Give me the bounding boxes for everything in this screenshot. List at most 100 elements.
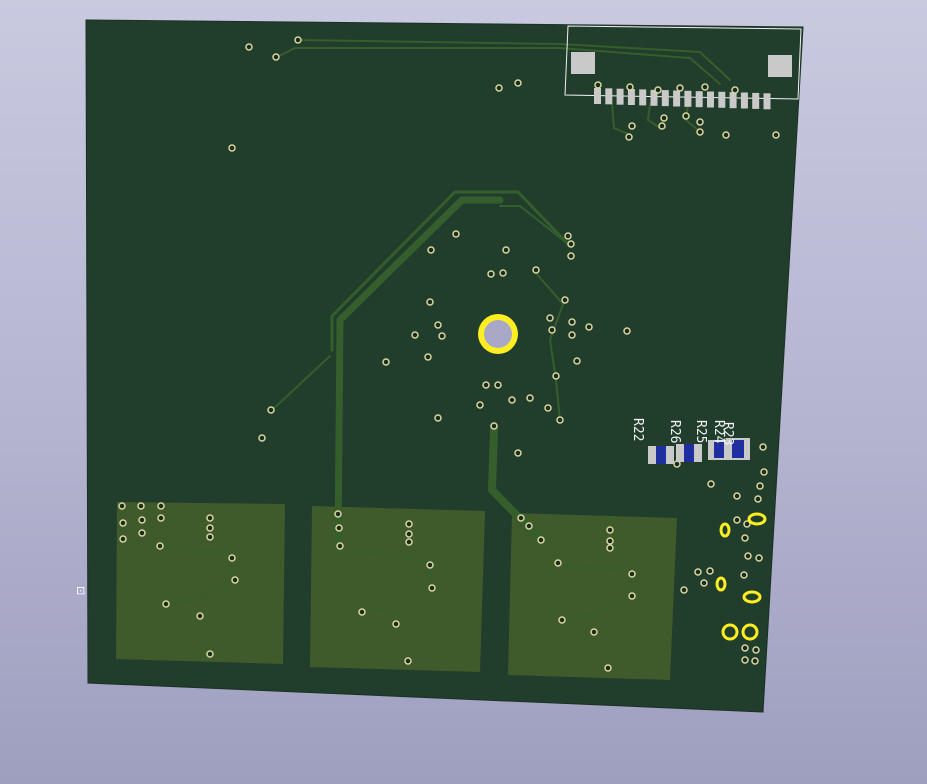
th-pad-6[interactable] xyxy=(741,623,759,641)
label-r25: R25 xyxy=(693,420,708,443)
via-96 xyxy=(334,510,342,518)
th-pad-4[interactable] xyxy=(742,590,762,604)
th-pad-3[interactable] xyxy=(715,576,727,592)
trace-right-top xyxy=(499,205,569,245)
via-67 xyxy=(741,534,749,542)
via-88 xyxy=(206,514,214,522)
via-31 xyxy=(482,381,490,389)
via-56 xyxy=(682,112,690,120)
via-25 xyxy=(568,318,576,326)
via-110 xyxy=(606,526,614,534)
th-pad-2[interactable] xyxy=(719,522,731,538)
via-44 xyxy=(626,83,634,91)
via-64 xyxy=(759,443,767,451)
through-hole-pads xyxy=(715,512,767,641)
trace-power-main xyxy=(334,196,504,552)
via-10 xyxy=(487,270,495,278)
via-5 xyxy=(495,84,503,92)
via-73 xyxy=(700,579,708,587)
connector-pin-13 xyxy=(729,92,737,109)
via-1 xyxy=(245,43,253,51)
via-group xyxy=(118,36,780,672)
via-79 xyxy=(118,502,126,510)
via-59 xyxy=(707,480,715,488)
via-29 xyxy=(573,357,581,365)
via-91 xyxy=(228,554,236,562)
origin-marker-icon: ⊡ xyxy=(76,584,85,597)
via-93 xyxy=(162,600,170,608)
via-106 xyxy=(404,657,412,665)
via-63 xyxy=(760,468,768,476)
via-99 xyxy=(405,520,413,528)
connector-pin-11 xyxy=(707,91,714,108)
via-108 xyxy=(525,522,533,530)
via-97 xyxy=(335,524,343,532)
connector-pin-1 xyxy=(594,88,601,104)
resistor-r25-body xyxy=(714,442,724,458)
label-r23: R23 xyxy=(720,422,735,445)
via-11 xyxy=(499,269,507,277)
trace-top-bus-2 xyxy=(274,47,721,85)
trace-right-vert xyxy=(534,271,564,421)
via-62 xyxy=(754,495,762,503)
via-22 xyxy=(382,358,390,366)
via-116 xyxy=(558,616,566,624)
via-57 xyxy=(696,118,704,126)
connector-pin-15 xyxy=(752,92,760,109)
via-17 xyxy=(426,298,434,306)
via-85 xyxy=(119,535,127,543)
via-74 xyxy=(680,586,688,594)
via-94 xyxy=(196,612,204,620)
via-42 xyxy=(258,434,266,442)
resistor-r24-body xyxy=(732,440,744,458)
via-107 xyxy=(517,514,525,522)
trace-left-diag xyxy=(269,355,331,413)
via-71 xyxy=(706,567,714,575)
via-53 xyxy=(772,131,780,139)
via-104 xyxy=(358,608,366,616)
via-33 xyxy=(476,401,484,409)
via-95 xyxy=(206,650,214,658)
via-2 xyxy=(272,53,280,61)
via-13 xyxy=(564,232,572,240)
via-45 xyxy=(654,86,662,94)
via-90 xyxy=(206,533,214,541)
via-39 xyxy=(490,422,498,430)
via-35 xyxy=(526,394,534,402)
label-r24: R24 xyxy=(711,420,726,444)
via-47 xyxy=(701,83,709,91)
via-19 xyxy=(434,321,442,329)
connector-pin-8 xyxy=(673,90,681,107)
usb-connector-outline[interactable] xyxy=(564,25,802,100)
via-8 xyxy=(452,230,460,238)
via-114 xyxy=(628,570,636,578)
via-21 xyxy=(424,353,432,361)
via-89 xyxy=(206,524,214,532)
via-24 xyxy=(548,326,556,334)
via-36 xyxy=(544,404,552,412)
trace-power-right xyxy=(488,424,545,544)
trace-conn-1 xyxy=(611,103,629,135)
copper-pour-left xyxy=(116,502,285,664)
connector-pin-16 xyxy=(763,93,771,110)
via-55 xyxy=(660,114,668,122)
connector-pin-4 xyxy=(627,89,635,105)
via-101 xyxy=(405,538,413,546)
copper-pours xyxy=(116,502,677,680)
via-103 xyxy=(428,584,436,592)
via-78 xyxy=(751,657,759,665)
th-pad-5[interactable] xyxy=(721,623,739,641)
via-102 xyxy=(426,561,434,569)
via-86 xyxy=(138,529,146,537)
th-pad-1[interactable] xyxy=(747,512,767,526)
via-118 xyxy=(604,664,612,672)
connector-mount-pad-right xyxy=(768,55,792,77)
via-113 xyxy=(554,559,562,567)
via-7 xyxy=(427,246,435,254)
resistor-cluster xyxy=(648,438,750,464)
via-30 xyxy=(552,372,560,380)
label-r22: R22 xyxy=(630,418,645,441)
connector-pin-row xyxy=(594,88,771,110)
via-15 xyxy=(567,252,575,260)
